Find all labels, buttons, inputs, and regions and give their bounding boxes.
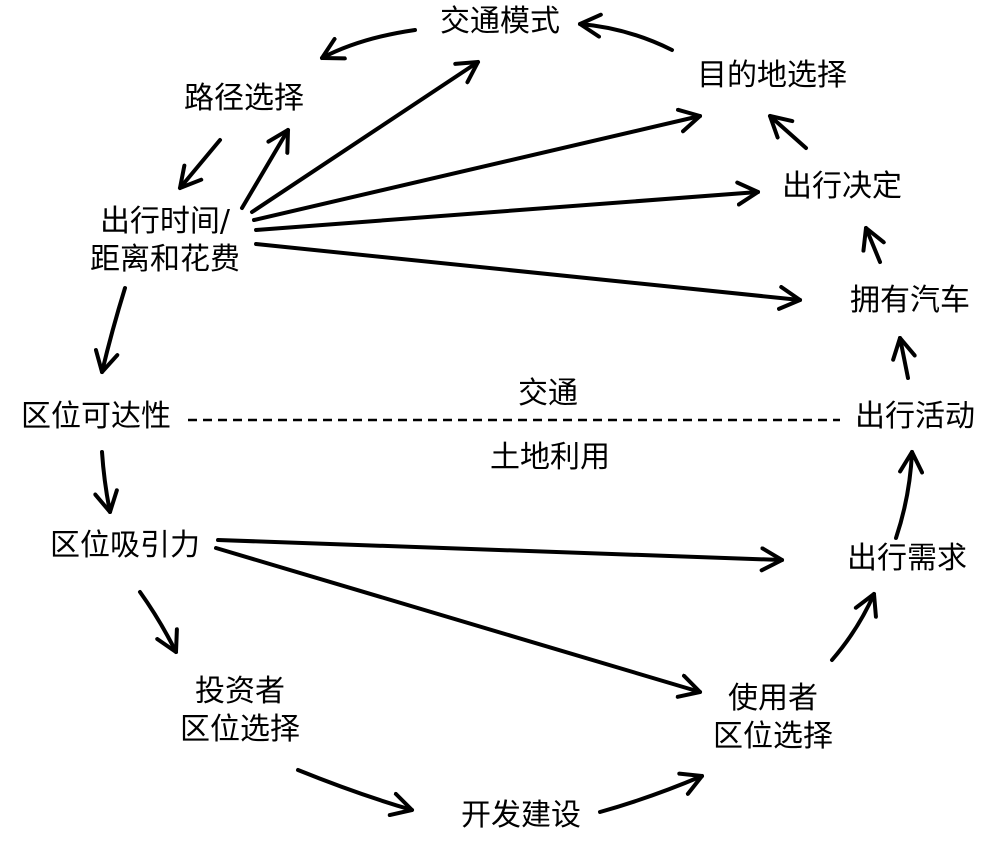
node-destination-choice-label: 目的地选择	[697, 58, 847, 93]
arrow-traveltime-to-mode	[250, 60, 480, 214]
arrow-car-to-decision	[861, 226, 886, 264]
node-travel-time-label-line1: 出行时间/	[99, 204, 231, 239]
arrow-accessibility-to-attraction	[93, 450, 119, 514]
node-travel-activity: 出行活动	[855, 398, 975, 436]
layer-label-land-use: 土地利用	[490, 440, 610, 475]
arrow-traveltime-to-accessibility	[93, 286, 127, 374]
node-route-choice: 路径选择	[184, 80, 304, 118]
node-destination-choice: 目的地选择	[697, 57, 847, 95]
arrow-route-to-traveltime	[178, 138, 222, 190]
arrow-traveltime-to-car	[254, 242, 802, 311]
arrow-traveltime-to-destination	[252, 107, 702, 222]
arrow-user-to-demand	[830, 592, 878, 662]
node-location-attraction: 区位吸引力	[50, 527, 200, 565]
node-investor-label-line1: 投资者	[195, 674, 285, 709]
node-trip-decision: 出行决定	[782, 168, 902, 206]
node-travel-time-distance-cost: 出行时间/ 距离和花费	[90, 203, 240, 279]
node-route-choice-label: 路径选择	[184, 81, 304, 116]
node-development: 开发建设	[461, 797, 581, 835]
node-trip-decision-label: 出行决定	[782, 169, 902, 204]
arrow-mode-to-route	[320, 28, 417, 61]
node-investor-label-line2: 区位选择	[180, 712, 300, 747]
node-location-attraction-label: 区位吸引力	[50, 528, 200, 563]
arrow-attraction-to-user	[214, 546, 702, 699]
node-travel-demand-label: 出行需求	[847, 541, 967, 576]
node-travel-time-label-line2: 距离和花费	[90, 242, 240, 277]
node-development-label: 开发建设	[461, 798, 581, 833]
arrow-destination-to-mode	[578, 12, 674, 52]
arrow-demand-to-activity	[894, 450, 925, 540]
node-travel-activity-label: 出行活动	[855, 399, 975, 434]
node-location-accessibility: 区位可达性	[21, 398, 171, 436]
arrow-decision-to-destination	[768, 114, 808, 150]
arrow-activity-to-car	[891, 336, 917, 380]
arrow-traveltime-to-decision	[254, 180, 760, 232]
node-user-location-choice: 使用者 区位选择	[713, 680, 833, 756]
node-car-ownership: 拥有汽车	[850, 282, 970, 320]
arrow-development-to-user	[598, 771, 704, 814]
node-user-label-line2: 区位选择	[713, 719, 833, 754]
layer-label-transport: 交通	[518, 376, 578, 411]
arrow-traveltime-to-route	[240, 128, 290, 210]
arrow-investor-to-development	[296, 768, 414, 818]
node-travel-mode-label: 交通模式	[440, 4, 560, 39]
arrow-attraction-to-demand	[216, 538, 784, 573]
node-travel-demand: 出行需求	[847, 540, 967, 578]
arrow-attraction-to-investor	[138, 590, 179, 654]
node-car-ownership-label: 拥有汽车	[850, 283, 970, 318]
node-user-label-line1: 使用者	[728, 681, 818, 716]
node-investor-location-choice: 投资者 区位选择	[180, 673, 300, 749]
node-travel-mode: 交通模式	[440, 3, 560, 41]
node-location-accessibility-label: 区位可达性	[21, 399, 171, 434]
